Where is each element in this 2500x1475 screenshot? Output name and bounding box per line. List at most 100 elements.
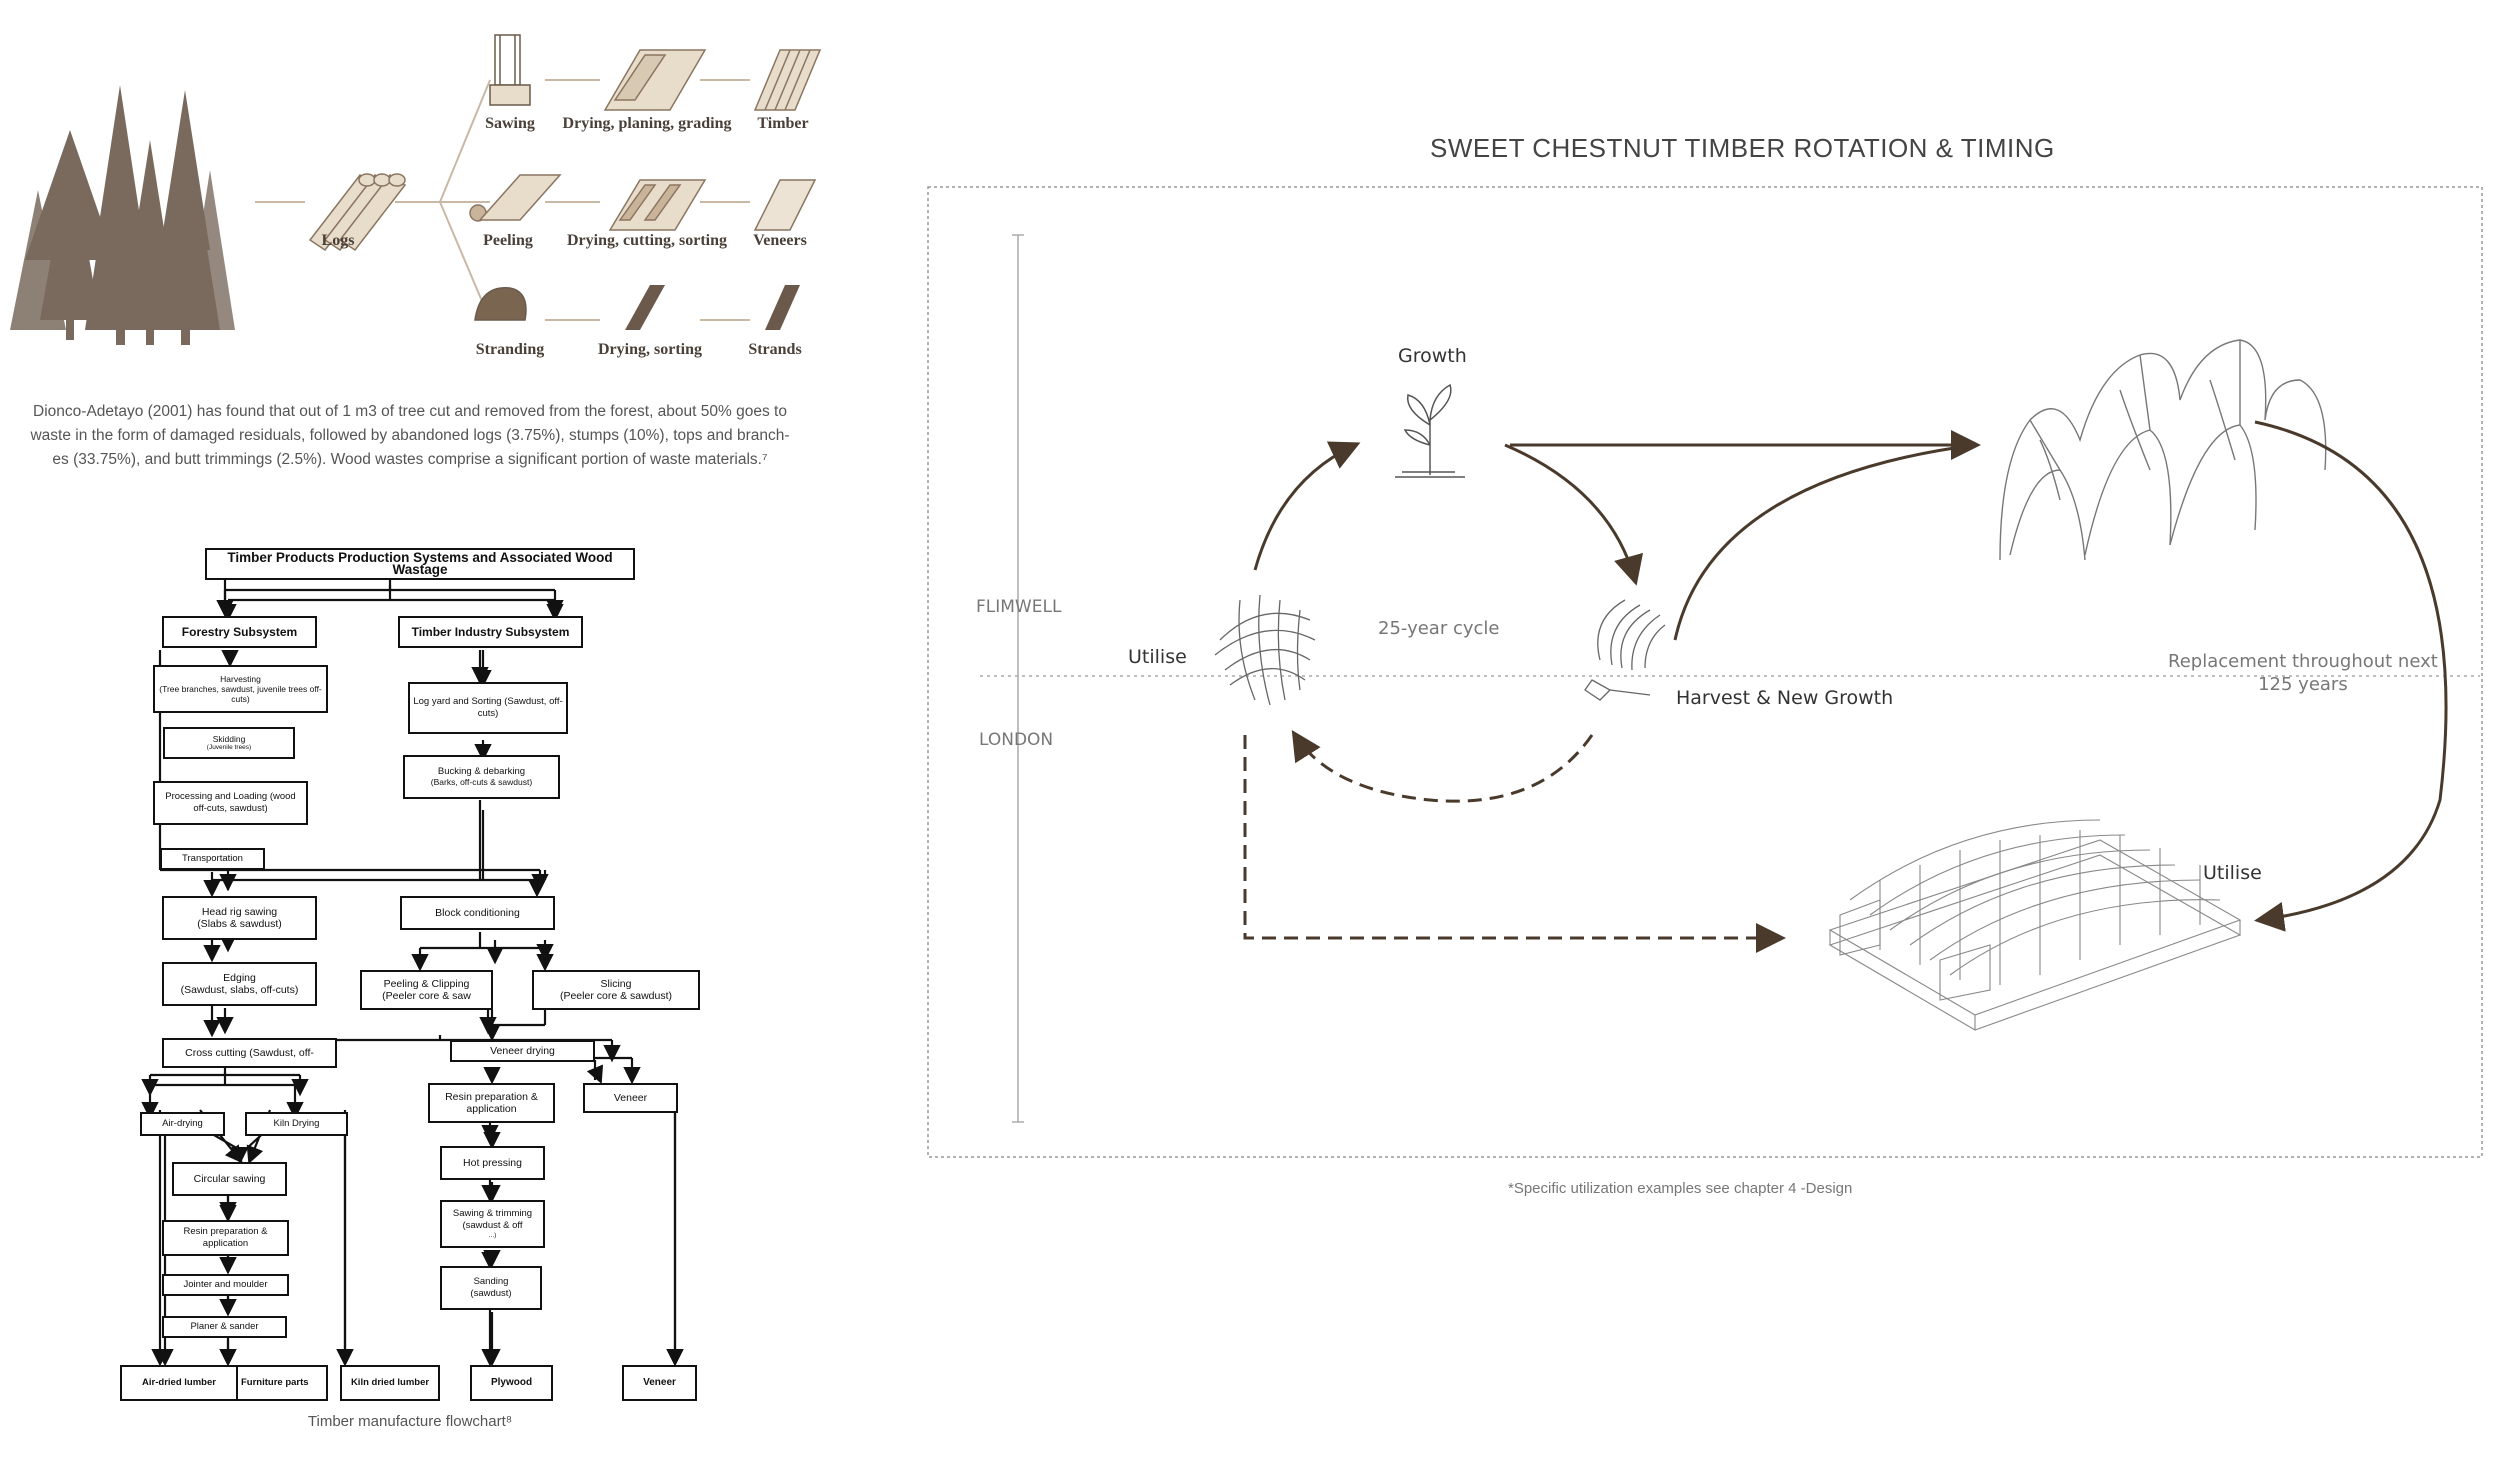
growth-label: Growth: [1398, 345, 1467, 367]
veneer-drying-box: Veneer drying: [450, 1040, 595, 1062]
logs-icon: [308, 173, 407, 252]
forest-trees-icon: [10, 85, 235, 345]
industry-subsystem-box: Timber Industry Subsystem: [398, 616, 583, 648]
waste-caption-line-1: Dionco-Adetayo (2001) has found that out…: [33, 403, 787, 420]
output-air-dried-lumber: Air-dried lumber: [120, 1365, 238, 1401]
hot-pressing-box: Hot pressing: [440, 1146, 545, 1180]
flowchart-mid-connectors: [141, 800, 684, 1367]
canopy-pavilion-icon: [1999, 339, 2327, 561]
peeling-icon: [469, 174, 562, 222]
processing-loading-box: Processing and Loading (wood off-cuts, s…: [153, 781, 308, 825]
replacement-line-2: 125 years: [2258, 674, 2348, 695]
stranding-icon: [474, 287, 527, 321]
utilise-left-label: Utilise: [1128, 646, 1187, 668]
drying-sorting-label: Drying, sorting: [598, 341, 702, 358]
replacement-line-1: Replacement throughout next: [2168, 651, 2438, 672]
peeling-clipping-detail: (Peeler core & saw: [382, 990, 471, 1002]
replacement-label: Replacement throughout next 125 years: [2168, 650, 2438, 696]
output-plywood: Plywood: [470, 1365, 553, 1401]
diagram-frame: [927, 186, 2483, 1158]
harvesting-box: Harvesting (Tree branches, sawdust, juve…: [153, 665, 328, 713]
sawing-trimming-title: Sawing & trimming: [452, 1208, 533, 1219]
waste-caption-line-3: es (33.75%), and butt trimmings (2.5%). …: [52, 451, 768, 468]
timber-label: Timber: [757, 115, 809, 132]
resin-prep-box-2: Resin preparation & application: [162, 1220, 289, 1256]
drying-planing-label: Drying, planing, grading: [562, 115, 732, 132]
strands-drying-icon: [625, 285, 665, 330]
process-strip-graphics: [10, 34, 822, 345]
drying-cutting-label: Drying, cutting, sorting: [567, 232, 727, 249]
slicing-title: Slicing: [600, 978, 632, 990]
circular-sawing-box: Circular sawing: [172, 1162, 287, 1196]
transportation-box: Transportation: [160, 848, 265, 870]
arrow-growth-to-harvest: [1504, 443, 1644, 586]
london-label: LONDON: [979, 730, 1054, 750]
bucking-box: Bucking & debarking (Barks, off-cuts & s…: [403, 755, 560, 799]
arrow-replacement: [2254, 420, 2448, 932]
utilise-right-label: Utilise: [2203, 862, 2262, 884]
forestry-subsystem-box: Forestry Subsystem: [162, 616, 317, 648]
head-rig-box: Head rig sawing (Slabs & sawdust): [162, 896, 317, 940]
jointer-moulder-box: Jointer and moulder: [162, 1274, 289, 1296]
skidding-box: Skidding (Juvenile trees): [163, 727, 295, 759]
sawing-trimming-tail: ...): [488, 1232, 497, 1239]
cycle-label: 25-year cycle: [1378, 618, 1500, 639]
bucking-detail: (Barks, off-cuts & sawdust): [430, 777, 533, 787]
peeling-clipping-box: Peeling & Clipping (Peeler core & saw: [360, 970, 493, 1010]
arrow-utilise-to-growth: [1253, 441, 1361, 571]
bucking-title: Bucking & debarking: [437, 766, 526, 777]
footnote-label: *Specific utilization examples see chapt…: [1508, 1180, 1853, 1197]
flowchart-caption: Timber manufacture flowchart⁸: [307, 1413, 513, 1430]
planks-icon: [603, 49, 707, 111]
block-conditioning-box: Block conditioning: [400, 896, 555, 930]
flimwell-label: FLIMWELL: [976, 597, 1062, 617]
sawing-icon: [489, 34, 531, 106]
building-isometric-icon: [1828, 819, 2242, 1031]
veneer-sheets-icon: [608, 179, 707, 231]
kiln-drying-box: Kiln Drying: [245, 1112, 348, 1136]
veneer-mid-box: Veneer: [583, 1083, 678, 1113]
sanding-title: Sanding: [473, 1276, 509, 1287]
output-veneer: Veneer: [622, 1365, 697, 1401]
peeling-label: Peeling: [483, 232, 533, 249]
cross-cutting-box: Cross cutting (Sawdust, off-: [162, 1038, 337, 1068]
arrow-harvest-to-canopy: [1673, 443, 1976, 641]
veneers-label: Veneers: [753, 232, 807, 249]
slicing-detail: (Peeler core & sawdust): [559, 990, 673, 1002]
waste-caption-line-2: waste in the form of damaged residuals, …: [30, 427, 790, 444]
edging-box: Edging (Sawdust, slabs, off-cuts): [162, 962, 317, 1006]
skidding-title: Skidding: [212, 734, 246, 744]
harvest-sketch-icon: [1584, 599, 1666, 701]
harvesting-detail: (Tree branches, sawdust, juvenile trees …: [159, 684, 322, 704]
peeling-clipping-title: Peeling & Clipping: [383, 978, 470, 990]
rotation-title: SWEET CHESTNUT TIMBER ROTATION & TIMING: [1430, 133, 2055, 163]
arrow-harvest-to-utilise-dashed: [1291, 729, 1594, 803]
output-furniture-parts: Furniture parts: [236, 1365, 328, 1401]
logs-label: Logs: [321, 232, 355, 249]
skidding-detail: (Juvenile trees): [206, 744, 252, 751]
stranding-label: Stranding: [475, 341, 545, 358]
veneers-icon: [753, 179, 817, 231]
sanding-detail: (sawdust): [470, 1288, 512, 1299]
sanding-box: Sanding (sawdust): [440, 1266, 542, 1310]
harvest-label: Harvest & New Growth: [1676, 687, 1894, 709]
strands-icon: [765, 285, 800, 330]
flowchart-title: Timber Products Production Systems and A…: [205, 548, 635, 580]
waste-caption: Dionco-Adetayo (2001) has found that out…: [0, 400, 820, 472]
sawing-trimming-detail: (sawdust & off: [462, 1220, 523, 1231]
head-rig-detail: (Slabs & sawdust): [197, 918, 282, 930]
head-rig-title: Head rig sawing: [201, 906, 278, 918]
flowchart-top-connectors: [216, 580, 564, 685]
slicing-box: Slicing (Peeler core & sawdust): [532, 970, 700, 1010]
sapling-icon: [1395, 383, 1465, 478]
timber-icon: [753, 49, 822, 111]
log-yard-box: Log yard and Sorting (Sawdust, off-cuts): [408, 682, 568, 734]
planer-sander-box: Planer & sander: [162, 1316, 287, 1338]
arrow-utilise-to-building-dashed: [1243, 735, 1786, 953]
output-kiln-dried-lumber: Kiln dried lumber: [340, 1365, 440, 1401]
lattice-sketch-icon: [1214, 594, 1316, 706]
edging-detail: (Sawdust, slabs, off-cuts): [180, 984, 299, 996]
resin-prep-box-1: Resin preparation & application: [428, 1083, 555, 1123]
harvesting-title: Harvesting: [220, 674, 261, 684]
